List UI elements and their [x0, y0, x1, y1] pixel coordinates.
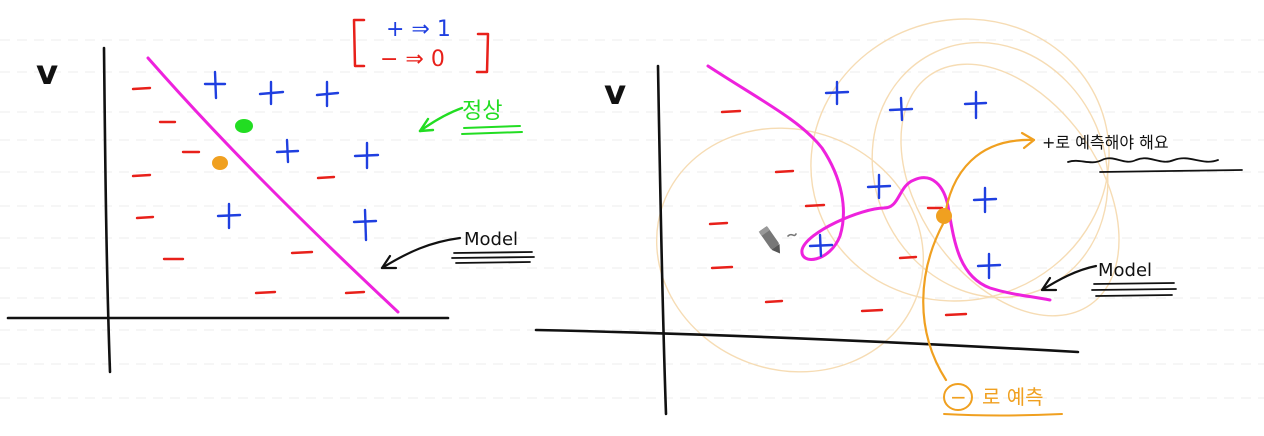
- right-plus-marks: [808, 80, 1002, 280]
- legend-box: + ⇒ 1 − ⇒ 0: [352, 17, 490, 74]
- plus-mark: [824, 80, 850, 106]
- minus-mark: [135, 215, 155, 220]
- right-model-arrow: [1040, 264, 1098, 292]
- plus-prediction-annotation: +로 예측해야 해요: [1042, 133, 1243, 173]
- minus-mark: [764, 299, 784, 304]
- minus-mark: [708, 221, 729, 226]
- right-minus-marks: [708, 109, 968, 317]
- plus-mark: [203, 70, 227, 100]
- query-point: [212, 156, 228, 170]
- right-y-axis: [656, 64, 668, 416]
- plus-mark: [972, 186, 998, 214]
- left-model-label: Model: [464, 229, 518, 250]
- plus-prediction-note: +로 예측해야 해요: [1042, 133, 1169, 152]
- plus-mark: [258, 80, 285, 106]
- minus-mark: [774, 169, 795, 174]
- minus-mark: [898, 255, 918, 260]
- minus-prediction-annotation: − 로 예측: [943, 383, 1063, 417]
- legend-minus-text: − ⇒ 0: [380, 47, 445, 72]
- normal-arrow: [418, 106, 464, 133]
- legend-plus-text: + ⇒ 1: [386, 17, 451, 42]
- normal-annotation: 정상: [418, 99, 523, 135]
- notebook-rules: [0, 39, 1264, 399]
- minus-mark: [316, 175, 336, 180]
- left-plus-marks: [203, 70, 380, 242]
- left-y-axis: [102, 46, 112, 374]
- plus-mark: [352, 208, 378, 242]
- left-panel: v + ⇒ 1 − ⇒ 0: [6, 17, 535, 374]
- minus-prediction-note: 로 예측: [982, 385, 1044, 409]
- plus-mark: [888, 96, 914, 122]
- normal-point: [235, 119, 253, 133]
- plus-mark: [866, 173, 892, 200]
- left-model-annotation: Model: [380, 229, 535, 270]
- minus-circle: [943, 383, 973, 411]
- minus-guide-curve: [922, 220, 948, 382]
- right-panel: v: [534, 18, 1243, 417]
- left-decision-boundary: [146, 56, 400, 314]
- minus-mark: [344, 290, 366, 295]
- right-model-label: Model: [1098, 260, 1152, 281]
- plus-mark: [963, 90, 988, 120]
- minus-mark: [860, 308, 884, 313]
- pen-cursor-sparkle: [787, 233, 797, 237]
- minus-mark: [804, 203, 826, 208]
- left-axis-label: v: [36, 53, 58, 93]
- pen-cursor-icon: [758, 226, 781, 254]
- minus-mark: [710, 265, 734, 270]
- left-x-axis: [6, 315, 450, 320]
- plus-mark: [315, 80, 340, 108]
- right-model-annotation: Model: [1040, 260, 1177, 297]
- right-decision-boundary: [706, 64, 1052, 302]
- minus-mark: [290, 250, 314, 255]
- highlight-guides: [922, 131, 1036, 382]
- left-model-arrow: [380, 236, 462, 270]
- plus-mark: [216, 202, 242, 230]
- right-axis-label: v: [604, 73, 626, 113]
- query-point: [936, 208, 952, 224]
- minus-mark: [131, 86, 152, 91]
- minus-mark: [944, 312, 968, 317]
- minus-mark: [131, 173, 152, 178]
- left-minus-marks: [131, 86, 366, 295]
- plus-mark: [353, 141, 380, 170]
- minus-circle-glyph: −: [950, 385, 967, 409]
- normal-note: 정상: [462, 99, 502, 124]
- minus-mark: [254, 290, 277, 295]
- right-x-axis: [534, 328, 1080, 354]
- minus-mark: [720, 109, 742, 114]
- plus-guide-curve: [942, 138, 1036, 224]
- plus-mark: [808, 233, 834, 258]
- plus-mark: [976, 252, 1002, 280]
- plus-mark: [275, 138, 300, 164]
